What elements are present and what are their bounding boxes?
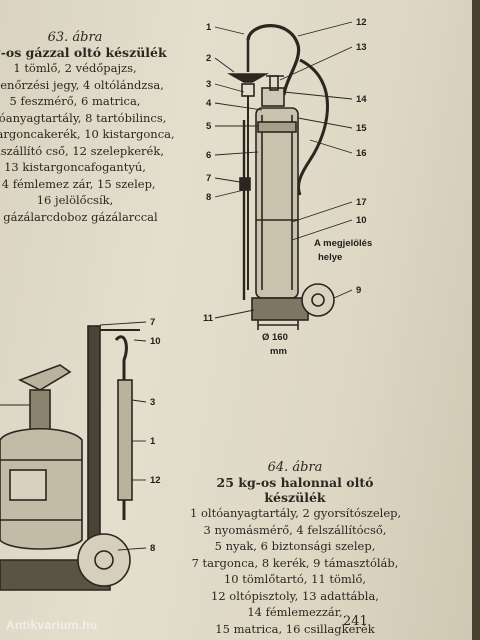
caption-line: 10 tömlőtartó, 11 tömlő, — [223, 572, 367, 586]
caption-line: 14 fémlemez zár, 15 szelep, — [0, 176, 156, 191]
callout-label: 14 — [356, 94, 367, 105]
callout-label: 17 — [356, 197, 367, 208]
caption-line: 12 oltópisztoly, 13 adattábla, — [211, 588, 379, 603]
caption-line: 3 nyomásmérő, 4 felszállítócső, — [203, 522, 387, 537]
callout-label: 8 — [206, 192, 211, 203]
caption-line: kistargoncakerék, 10 kistargonca, — [0, 127, 175, 141]
caption-line: 1 tömlő, 2 védőpajzs, — [13, 61, 137, 75]
figure-63-labels: 1 2 3 4 5 6 7 8 11 12 13 14 15 16 17 10 … — [203, 17, 372, 357]
callout-label: 8 — [150, 543, 155, 554]
callout-label: 13 — [356, 42, 367, 53]
callout-label: 10 — [150, 336, 161, 347]
page-edge — [472, 0, 480, 640]
caption-line: 5 nyak, 6 biztonsági szelep, — [214, 539, 376, 553]
figure-63-drawing — [214, 21, 353, 330]
callout-label: 12 — [356, 17, 367, 28]
callout-label: 7 — [150, 317, 155, 328]
watermark: Antikvarium.hu — [6, 618, 98, 632]
callout-label: 11 — [203, 313, 214, 324]
callout-label: 1 — [206, 22, 212, 33]
callout-label: 12 — [150, 475, 161, 486]
figure-63-caption: 63. ábra kg-os gázzal oltó készülék 1 tö… — [0, 30, 190, 225]
callout-label: 16 — [356, 148, 367, 159]
figure-63-title: 63. ábra — [47, 30, 103, 45]
caption-line: 16 jelölőcsík, — [36, 193, 114, 207]
caption-line: 7 targonca, 8 kerék, 9 támasztóláb, — [191, 555, 399, 570]
callout-label: 5 — [206, 121, 212, 132]
caption-line: 13 kistargoncafogantyú, — [4, 160, 146, 174]
callout-label: 4 — [206, 98, 212, 109]
callout-label: 9 — [356, 285, 361, 296]
caption-line: felszállító cső, 12 szelepkerék, — [0, 143, 164, 158]
caption-line: ellenőrzési jegy, 4 oltólándzsa, — [0, 77, 164, 92]
callout-label: 6 — [206, 150, 211, 161]
callout-label: 10 — [356, 215, 367, 226]
figure-64-subtitle: 25 kg-os halonnal oltó készülék — [216, 475, 374, 505]
marking-note: A megjelölés — [314, 238, 372, 249]
caption-line: oltóanyagtartály, 8 tartóbilincs, — [0, 110, 167, 125]
caption-line: 1 oltóanyagtartály, 2 gyorsítószelep, — [190, 506, 402, 520]
figure-64-drawing — [0, 321, 147, 591]
callout-label: 2 — [206, 53, 211, 64]
callout-label: 3 — [150, 397, 155, 408]
figure-64-labels: 7 10 3 1 12 8 — [150, 317, 161, 554]
figure-64-caption: 64. ábra 25 kg-os halonnal oltó készülék… — [190, 460, 402, 637]
caption-line: 5 feszmérő, 6 matrica, — [9, 94, 141, 108]
marking-note: helye — [318, 252, 342, 263]
caption-line: 7 gázálarcdoboz gázálarccal — [0, 209, 158, 224]
caption-line: 14 fémlemezzár, — [247, 605, 343, 619]
caption-line: 15 matrica, 16 csillagkerék — [215, 621, 375, 636]
callout-label: 1 — [150, 436, 156, 447]
dimension-label: Ø 160 — [262, 332, 288, 343]
figure-63-subtitle: kg-os gázzal oltó készülék — [0, 45, 167, 60]
unit-label: mm — [270, 346, 287, 357]
figure-64-title: 64. ábra — [267, 460, 323, 475]
callout-label: 3 — [206, 79, 211, 90]
callout-label: 7 — [206, 173, 211, 184]
page-number: 241 — [343, 614, 368, 629]
callout-label: 15 — [356, 123, 367, 134]
